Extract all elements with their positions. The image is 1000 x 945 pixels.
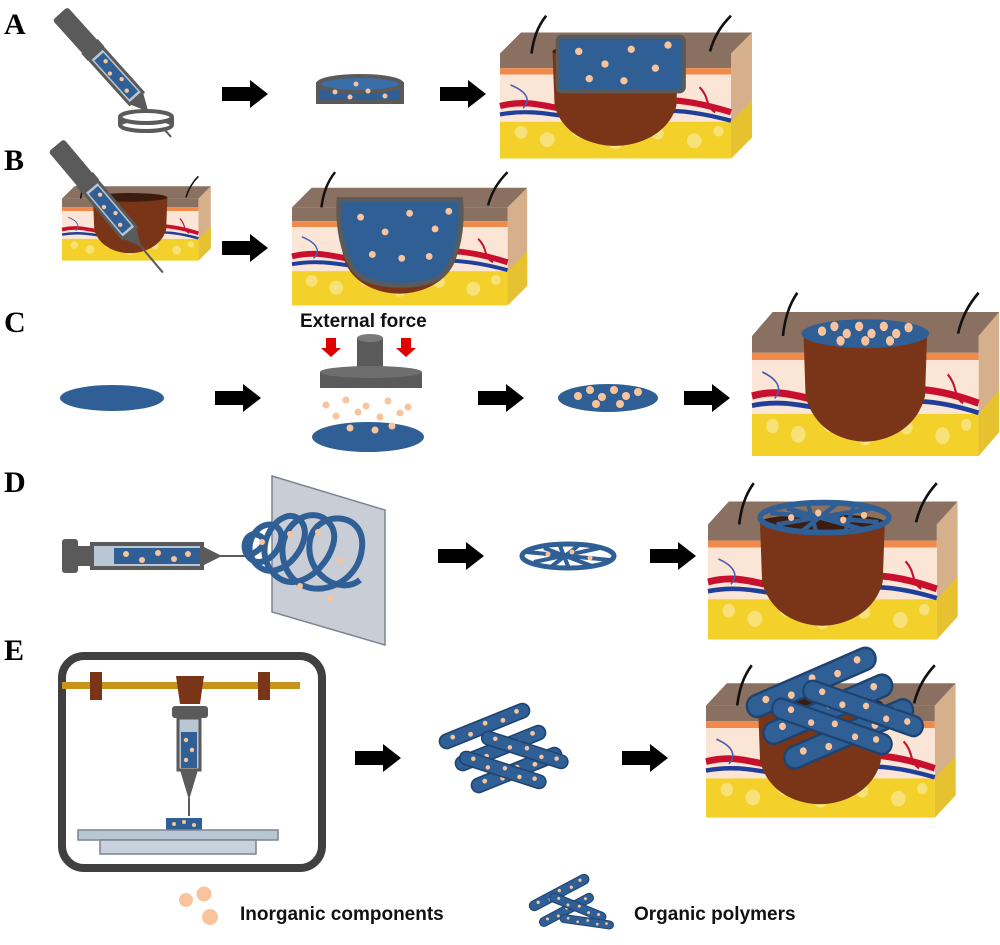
panel-label-c: C xyxy=(4,306,26,339)
legend: Inorganic components Organic polymers xyxy=(179,872,796,930)
panel-c: C External force xyxy=(4,293,999,456)
composite-membrane-c xyxy=(558,384,658,412)
fiber-jet xyxy=(241,512,366,592)
panel-d: D xyxy=(4,466,958,647)
skin-wound-d xyxy=(708,483,958,639)
press-device xyxy=(320,334,422,388)
panel-b: B xyxy=(4,136,527,305)
empty-mold-a xyxy=(118,109,174,133)
panel-e: E xyxy=(4,634,956,872)
arrow-a2 xyxy=(440,80,486,108)
arrow-b xyxy=(222,234,268,262)
legend-inorganic-label: Inorganic components xyxy=(240,904,444,925)
skin-wound-e xyxy=(706,643,956,817)
arrow-e1 xyxy=(355,744,401,772)
inorganic-components-icon xyxy=(179,886,218,925)
organic-polymers-icon xyxy=(527,872,615,930)
falling-particles xyxy=(322,396,412,421)
print-cartridge xyxy=(172,706,208,816)
arrow-d2 xyxy=(650,542,696,570)
skin-wound-a xyxy=(500,16,752,159)
hydrogel-disk-a xyxy=(316,74,404,104)
panel-label-d: D xyxy=(4,466,26,499)
arrow-c1 xyxy=(215,384,261,412)
electrospinning-syringe xyxy=(62,539,250,573)
arrow-e2 xyxy=(622,744,668,772)
polymer-membrane-c2 xyxy=(312,422,424,452)
external-force-label: External force xyxy=(300,311,427,332)
panel-label-a: A xyxy=(4,8,26,41)
print-head xyxy=(176,676,204,704)
arrow-a1 xyxy=(222,80,268,108)
force-arrow-right-icon xyxy=(396,338,416,357)
arrow-c3 xyxy=(684,384,730,412)
polymer-membrane-c xyxy=(60,385,164,411)
panel-label-e: E xyxy=(4,634,24,667)
skin-wound-c xyxy=(752,293,999,456)
nanofiber-mat-d xyxy=(519,541,617,571)
panel-label-b: B xyxy=(4,144,24,177)
panel-a: A xyxy=(4,4,752,159)
legend-organic-label: Organic polymers xyxy=(634,904,796,925)
arrow-c2 xyxy=(478,384,524,412)
arrow-d1 xyxy=(438,542,484,570)
force-arrow-left-icon xyxy=(321,338,341,357)
printed-scaffold-e xyxy=(436,700,571,796)
print-bed xyxy=(77,829,279,841)
skin-wound-b2 xyxy=(292,172,527,305)
